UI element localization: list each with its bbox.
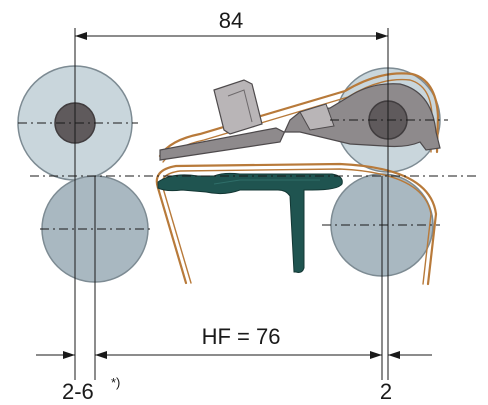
guide-rail (157, 172, 343, 273)
dimension-gap-right: 2 (380, 351, 432, 404)
dimension-gap-left-note: *) (111, 375, 120, 390)
dimension-gap-left-label: 2-6 (62, 379, 94, 404)
clamp-lever (159, 79, 441, 161)
dimension-gap-right-label: 2 (380, 379, 392, 404)
dimension-hf: HF = 76 (95, 324, 382, 359)
dimension-hf-label: HF = 76 (202, 324, 281, 349)
dimension-gap-left: 2-6 *) (36, 351, 120, 404)
dimension-84: 84 (75, 8, 388, 40)
dimension-84-label: 84 (219, 8, 243, 33)
extension-lines (74, 28, 389, 380)
